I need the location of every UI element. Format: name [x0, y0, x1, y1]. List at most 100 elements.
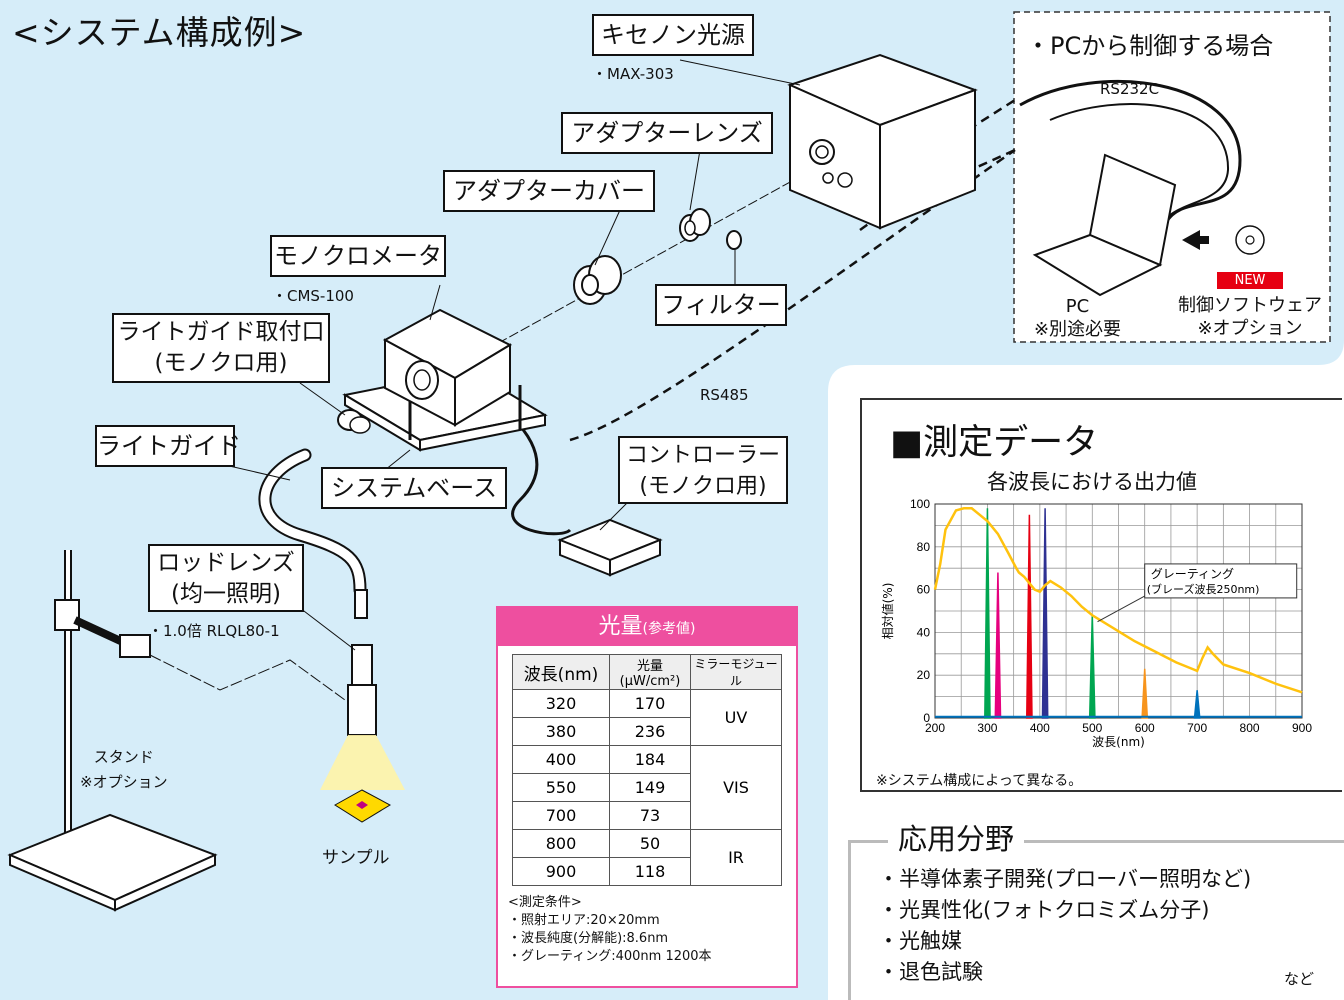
y-axis-label: 相対値(%)	[880, 583, 895, 640]
rs485-label: RS485	[700, 386, 749, 404]
rod-lens-model: ・1.0倍 RLQL80-1	[148, 622, 280, 640]
cell-light: 170	[609, 689, 691, 718]
xenon-source-label: キセノン光源	[592, 14, 754, 56]
annotation-line2: (ブレーズ波長250nm)	[1147, 582, 1260, 596]
plot-frame	[934, 503, 1303, 719]
measure-heading: ■測定データ	[890, 423, 1099, 463]
pc-note: ※別途必要	[1033, 319, 1122, 340]
annotation-line1: グレーティング	[1151, 567, 1234, 581]
lightguide-port-label: ライトガイド取付口 (モノクロ用)	[112, 313, 330, 383]
monochromator-label: モノクロメータ	[270, 235, 446, 277]
stand-line2: ※オプション	[80, 773, 168, 791]
x-tick-label: 700	[1187, 721, 1207, 735]
filter-label: フィルター	[655, 284, 787, 326]
y-tick-label: 40	[917, 625, 931, 639]
cell-light: 50	[609, 829, 691, 858]
cell-wavelength: 900	[512, 857, 610, 886]
cell-light: 149	[609, 773, 691, 802]
adapter-cover-label: アダプターカバー	[443, 170, 655, 212]
application-item: ・光触媒	[878, 929, 962, 953]
condition-grating: ・グレーティング:400nm 1200本	[508, 949, 712, 964]
col-header-module: ミラーモジュール	[690, 654, 782, 690]
x-tick-label: 900	[1292, 721, 1312, 735]
y-tick-label: 0	[923, 711, 930, 725]
x-tick-label: 600	[1135, 721, 1155, 735]
system-base-label: システムベース	[321, 467, 507, 509]
pc-name: PC	[1065, 296, 1090, 317]
cell-light: 118	[609, 857, 691, 886]
cell-light: 236	[609, 717, 691, 746]
cell-module-uv: UV	[690, 689, 782, 746]
light-table-title-main: 光量	[598, 614, 643, 639]
cell-wavelength: 800	[512, 829, 610, 858]
cell-wavelength: 320	[512, 689, 610, 718]
adapter-cover	[573, 255, 622, 305]
rod-lens-line1: ロッドレンズ	[157, 550, 295, 576]
x-tick-label: 200	[925, 721, 945, 735]
application-item: ・退色試験	[878, 960, 983, 984]
x-tick-label: 300	[977, 721, 997, 735]
application-item: ・光異性化(フォトクロミズム分子)	[878, 898, 1210, 922]
x-tick-label: 500	[1082, 721, 1102, 735]
software-label: 制御ソフトウェア ※オプション	[1165, 294, 1335, 340]
controller-line1: コントローラー	[625, 443, 780, 468]
filter-ring	[726, 230, 742, 250]
xenon-model: ・MAX-303	[592, 65, 674, 83]
annotation-box	[1144, 563, 1298, 599]
col-header-light: 光量(μW/cm²)	[609, 654, 691, 690]
spectrum-peak	[994, 572, 1002, 719]
light-table-title: 光量(参考値)	[498, 608, 796, 646]
annotation-leader	[1097, 595, 1145, 623]
controller-line2: (モノクロ用)	[639, 474, 767, 499]
y-tick-label: 80	[917, 540, 931, 554]
monochromator-model: ・CMS-100	[272, 287, 354, 305]
applications-panel	[848, 840, 1344, 1000]
applications-heading: 応用分野	[888, 816, 1025, 858]
spectrum-peak	[1041, 508, 1049, 719]
y-tick-label: 20	[917, 668, 931, 682]
rs232c-label: RS232C	[1100, 80, 1160, 98]
cell-light: 73	[609, 801, 691, 830]
software-note: ※オプション	[1197, 318, 1303, 339]
spectrum-peak	[1025, 514, 1033, 719]
xenon-light-source	[787, 53, 978, 230]
y-tick-label: 100	[910, 497, 930, 511]
pc-panel-heading: ・PCから制御する場合	[1026, 32, 1274, 60]
stand-line1: スタンド	[93, 748, 154, 766]
stand-label: スタンド ※オプション	[80, 745, 168, 795]
spectrum-peak	[1088, 615, 1096, 719]
x-axis-label: 波長(nm)	[1092, 735, 1145, 749]
lightguide-port-line1: ライトガイド取付口	[117, 319, 325, 345]
cell-wavelength: 700	[512, 801, 610, 830]
spectrum-peak	[1193, 690, 1201, 719]
lightguide-port-line2: (モノクロ用)	[154, 350, 288, 376]
adapter-lens	[679, 208, 711, 242]
chart-title: 各波長における出力値	[987, 470, 1197, 494]
rod-lens-line2: (均一照明)	[171, 581, 281, 607]
page-title: <システム構成例>	[12, 13, 307, 52]
x-tick-label: 800	[1240, 721, 1260, 735]
grating-curve	[933, 507, 1303, 694]
stand	[7, 550, 346, 912]
sample-label: サンプル	[322, 848, 390, 868]
controller-label: コントローラー (モノクロ用)	[618, 436, 788, 504]
cell-wavelength: 550	[512, 773, 610, 802]
controller	[557, 518, 663, 577]
y-tick-label: 60	[917, 583, 931, 597]
lightguide-label: ライトガイド	[95, 425, 241, 467]
cell-module-vis: VIS	[690, 745, 782, 830]
spectrum-peak	[1141, 668, 1149, 719]
lightguide-port	[337, 409, 371, 434]
condition-purity: ・波長純度(分解能):8.6nm	[508, 931, 669, 946]
applications-suffix: など	[1284, 970, 1315, 988]
software-name: 制御ソフトウェア	[1178, 295, 1322, 316]
rod-lens-label: ロッドレンズ (均一照明)	[148, 544, 304, 612]
